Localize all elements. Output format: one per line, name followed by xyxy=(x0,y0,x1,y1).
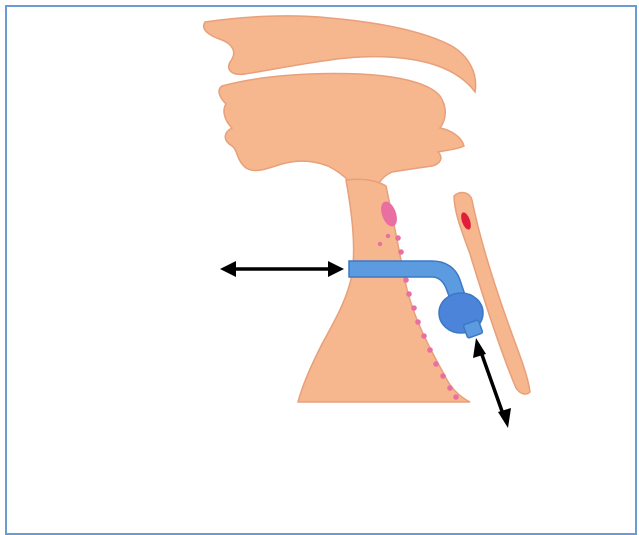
sagittal-airway-diagram xyxy=(0,0,639,521)
oral-cavity xyxy=(219,74,464,187)
horizontal-double-arrow-icon xyxy=(220,261,344,277)
